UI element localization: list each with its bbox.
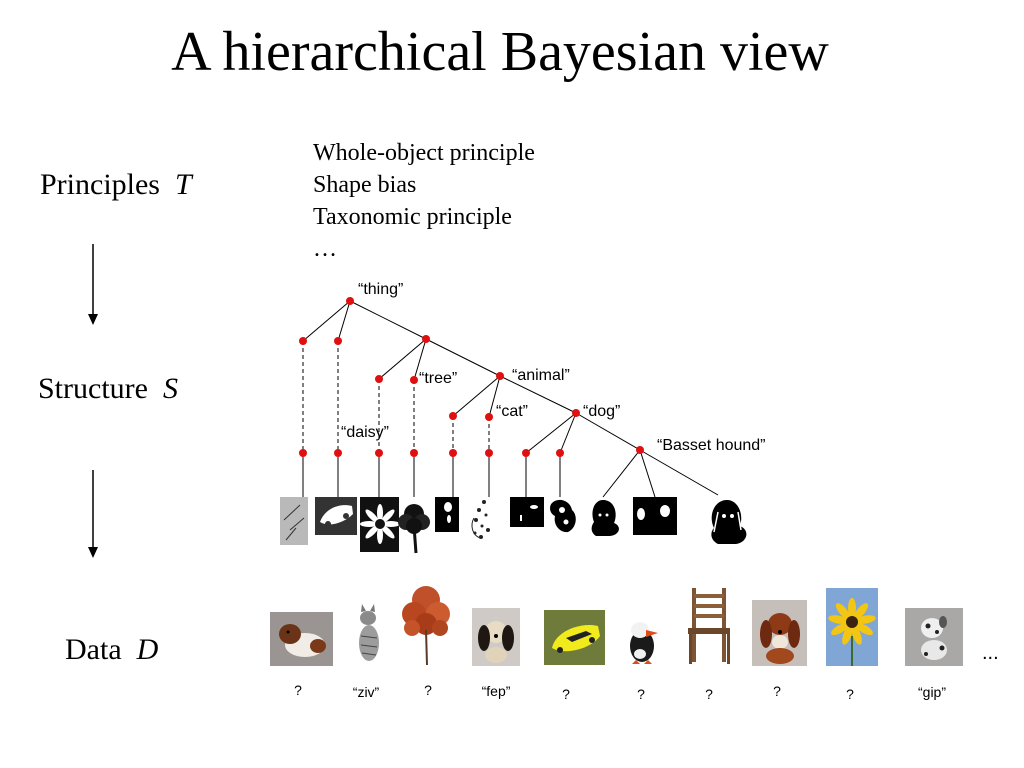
photo-dalmatian-plush-image [905, 608, 963, 666]
principle-item: Shape bias [313, 172, 417, 198]
leaf-node [375, 449, 383, 457]
silhouette-tree-image [398, 504, 430, 554]
data-photos [270, 585, 963, 666]
tree-node [299, 337, 307, 345]
node-thing [346, 297, 354, 305]
photo-dog-plush-image [472, 608, 520, 666]
principles-list: Whole-object principle Shape bias Taxono… [313, 137, 535, 265]
silhouette-cat-image [471, 500, 490, 539]
principles-label: Principles T [40, 168, 192, 201]
tree-node [422, 335, 430, 343]
label-basset-hound: “Basset hound” [657, 437, 766, 454]
node-animal [496, 372, 504, 380]
structure-label: Structure S [38, 372, 178, 405]
tree-edges [302, 300, 719, 498]
node-daisy [375, 375, 383, 383]
data-item-label: “fep” [481, 683, 511, 699]
label-animal: “animal” [512, 367, 570, 384]
data-item-label: ? [637, 686, 645, 702]
node-basset [636, 446, 644, 454]
label-dog: “dog” [583, 403, 620, 420]
tree-nodes [299, 297, 644, 457]
data-item-label: ? [294, 682, 302, 698]
principle-item: … [313, 236, 337, 262]
principle-item: Taxonomic principle [313, 204, 512, 230]
label-tree: “tree” [419, 370, 457, 387]
principle-item: Whole-object principle [313, 140, 535, 166]
arrow-structure-to-data [88, 470, 98, 558]
arrow-principles-to-structure [88, 244, 98, 325]
photo-basset-plush-image [752, 600, 807, 666]
silhouette-dog-image [510, 497, 544, 527]
photo-chair-image [683, 585, 734, 666]
silhouette-images [280, 497, 747, 554]
silhouette-bird-image [435, 497, 459, 532]
data-item-label: ? [773, 683, 781, 699]
data-item-label: ? [705, 686, 713, 702]
data-item-label: ? [424, 682, 432, 698]
silhouette-basset-image [633, 497, 677, 535]
data-item-label: “gip” [917, 684, 947, 700]
silhouette-daisy-image [360, 497, 400, 552]
silhouette-chair-image [280, 497, 308, 545]
photo-puffin-image [622, 617, 663, 666]
data-item-label: ? [562, 686, 570, 702]
leaf-node [449, 449, 457, 457]
node-dog [572, 409, 580, 417]
photo-tree-image [402, 586, 450, 666]
data-item-label: ? [846, 686, 854, 702]
page-title: A hierarchical Bayesian view [171, 21, 829, 83]
tree-node [334, 337, 342, 345]
node-cat [485, 413, 493, 421]
photo-toy-car-image [544, 610, 605, 665]
label-thing: “thing” [358, 281, 403, 298]
data-label: Data D [65, 633, 159, 666]
node-tree [410, 376, 418, 384]
photo-cat-image [349, 603, 387, 665]
label-daisy: “daisy” [341, 424, 389, 441]
data-item-label: “ziv” [352, 684, 380, 700]
silhouette-basset-image [711, 500, 747, 544]
leaf-node [522, 449, 530, 457]
silhouette-dog-image [550, 499, 576, 533]
photo-sunflower-image [826, 588, 878, 666]
leaf-node [334, 449, 342, 457]
leaf-node [410, 449, 418, 457]
leaf-node [485, 449, 493, 457]
leaf-node [299, 449, 307, 457]
data-ellipsis: ... [982, 642, 999, 664]
silhouette-car-image [315, 497, 357, 535]
photo-basset-plush-image [270, 612, 333, 666]
leaf-node [556, 449, 564, 457]
label-cat: “cat” [496, 403, 528, 420]
tree-node [449, 412, 457, 420]
silhouette-basset-image [591, 500, 619, 536]
